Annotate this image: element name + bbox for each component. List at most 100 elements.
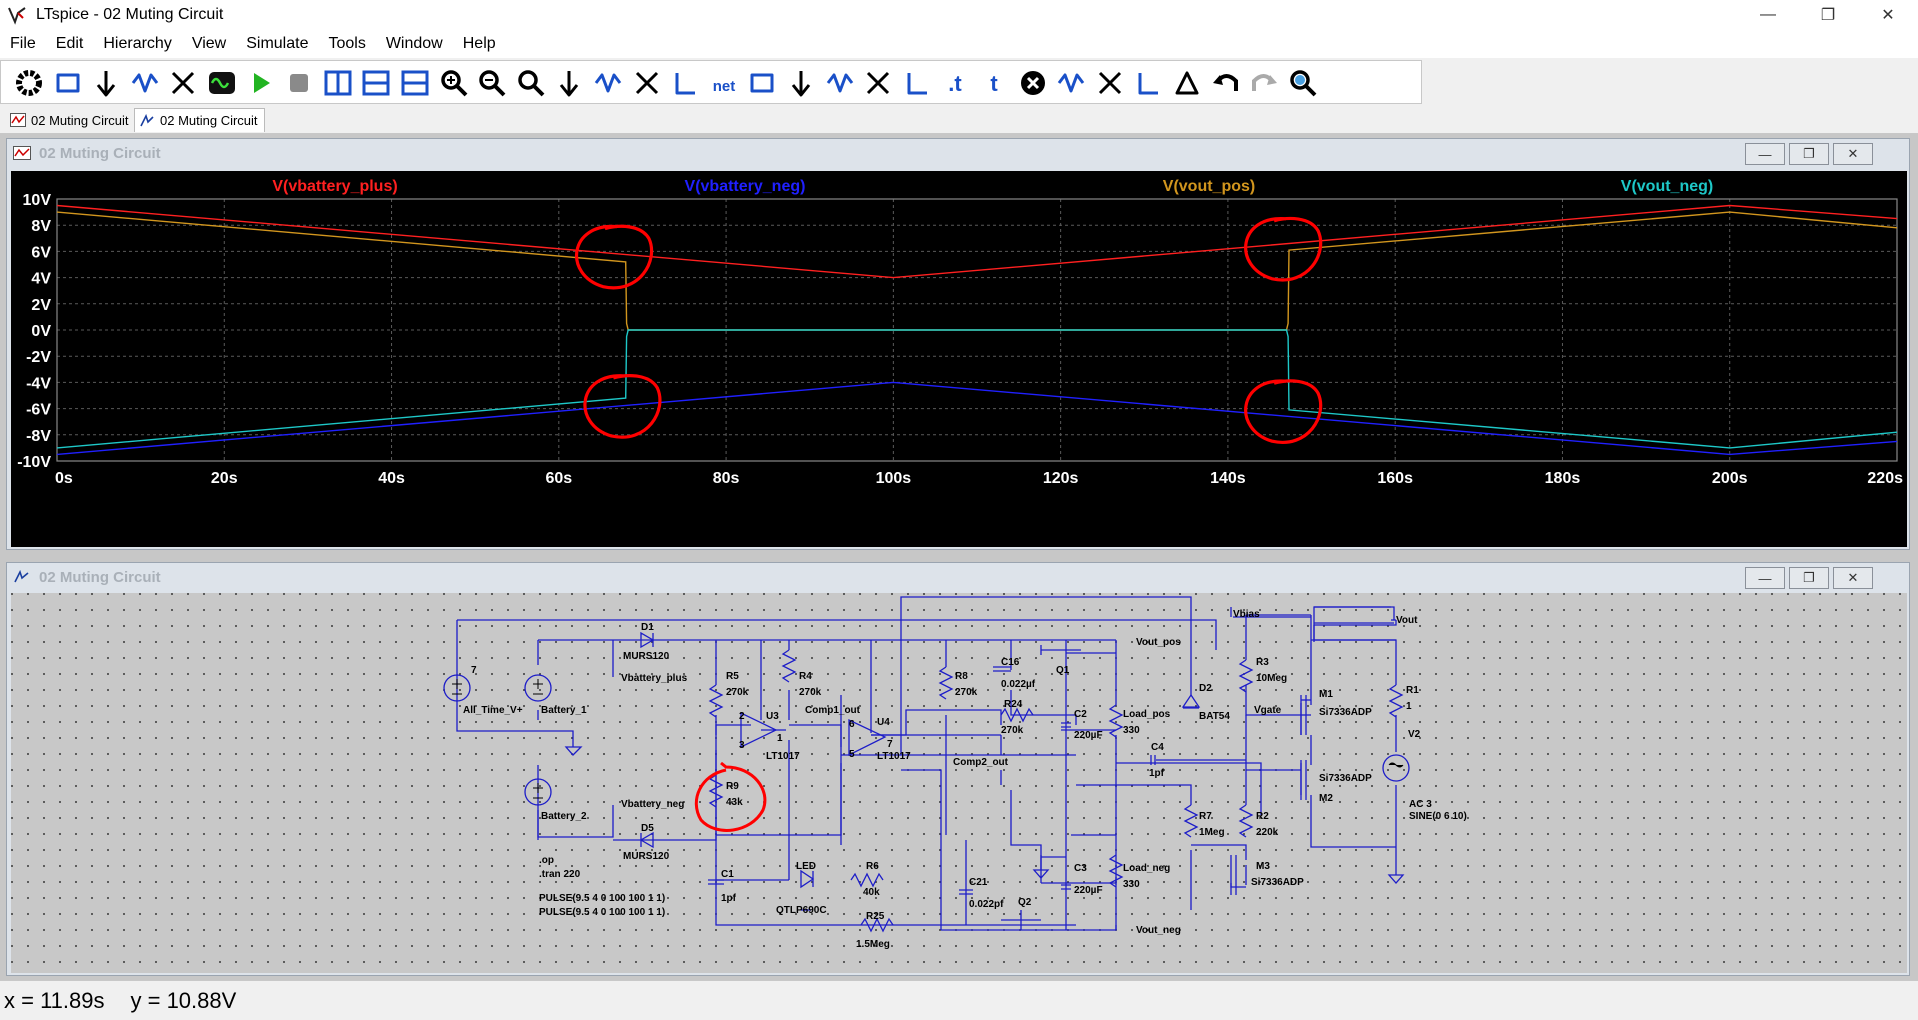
label-m3: M3: [1256, 861, 1270, 872]
autorange-icon[interactable]: [553, 67, 585, 99]
label-load-pos: Load_pos: [1123, 709, 1171, 720]
ltspice-logo-icon: [8, 7, 26, 25]
schematic-window-icon: [14, 570, 29, 583]
waveform-minimize-button[interactable]: —: [1745, 143, 1785, 165]
capacitor-icon[interactable]: [785, 67, 817, 99]
text-icon[interactable]: t: [978, 67, 1010, 99]
legend-entry[interactable]: V(vout_pos): [1163, 178, 1255, 195]
print-icon[interactable]: [167, 67, 199, 99]
waveform-tab-icon: [10, 113, 26, 127]
label-comp2: Comp2_out: [953, 757, 1009, 768]
resistor-icon[interactable]: [746, 67, 778, 99]
menu-window[interactable]: Window: [385, 35, 443, 52]
inductor-icon[interactable]: [824, 67, 856, 99]
new-schematic-icon[interactable]: [52, 67, 84, 99]
ac-analysis-icon[interactable]: [206, 67, 238, 99]
window-title: LTspice - 02 Muting Circuit: [36, 6, 224, 23]
legend-entry[interactable]: V(vout_neg): [1621, 178, 1713, 195]
tab-waveform[interactable]: 02 Muting Circuit: [6, 108, 135, 132]
label-c2-val: 220µF: [1074, 730, 1103, 741]
tile-vertical-icon[interactable]: [322, 67, 354, 99]
zoom-out-icon[interactable]: [476, 67, 508, 99]
label-comp1: Comp1_out: [805, 705, 861, 716]
move-icon[interactable]: [1055, 67, 1087, 99]
label-c21: C21: [969, 877, 988, 888]
menu-simulate[interactable]: Simulate: [246, 35, 309, 52]
x-tick-label: 200s: [1712, 470, 1748, 487]
legend-entry[interactable]: V(vbattery_neg): [685, 178, 806, 195]
label-m2: M2: [1319, 793, 1333, 804]
redo-icon[interactable]: [1248, 67, 1280, 99]
label-r8: R8: [955, 671, 968, 682]
schematic-close-button[interactable]: ✕: [1833, 567, 1873, 589]
menu-file[interactable]: File: [10, 35, 36, 52]
x-tick-label: 180s: [1545, 470, 1581, 487]
mirror-icon[interactable]: [1171, 67, 1203, 99]
y-tick-label: 4V: [31, 271, 51, 288]
annotation-circle: [583, 374, 662, 439]
menu-edit[interactable]: Edit: [55, 35, 84, 52]
label-r4: R4: [799, 671, 812, 682]
label-r3-val: 10Meg: [1256, 673, 1287, 684]
schematic-components: [443, 631, 1410, 933]
waveform-close-button[interactable]: ✕: [1833, 143, 1873, 165]
spice-directive-icon[interactable]: .t: [939, 67, 971, 99]
schematic-restore-button[interactable]: ❐: [1789, 567, 1829, 589]
menu-tools[interactable]: Tools: [328, 35, 366, 52]
label-r5: R5: [726, 671, 739, 682]
diode-icon[interactable]: [862, 67, 894, 99]
open-icon[interactable]: [90, 67, 122, 99]
run-icon[interactable]: [245, 67, 277, 99]
tab-schematic[interactable]: 02 Muting Circuit: [134, 108, 265, 132]
label-u4-model: LT1017: [877, 751, 911, 762]
plot-background: [11, 171, 1907, 547]
close-button[interactable]: ✕: [1881, 7, 1895, 24]
menu-hierarchy[interactable]: Hierarchy: [103, 35, 172, 52]
label-c21-val: 0.022pf: [969, 899, 1004, 910]
legend-entry[interactable]: V(vbattery_plus): [272, 178, 397, 195]
label-u3-model: LT1017: [766, 751, 800, 762]
source-signs: [452, 679, 1404, 799]
find-icon[interactable]: [1287, 67, 1319, 99]
x-tick-label: 20s: [211, 470, 238, 487]
cascade-icon[interactable]: [399, 67, 431, 99]
waveform-icon[interactable]: [592, 67, 624, 99]
label-m1: M1: [1319, 689, 1333, 700]
label-battery1: Battery_1: [541, 705, 587, 716]
y-tick-label: 2V: [31, 297, 51, 314]
maximize-button[interactable]: ❐: [1820, 7, 1836, 24]
label-pulse1: PULSE(9.5 4 0 100 100 1 1): [539, 893, 665, 904]
minimize-button[interactable]: —: [1760, 6, 1776, 23]
tile-horizontal-icon[interactable]: [360, 67, 392, 99]
settings-icon[interactable]: [13, 67, 45, 99]
ground-icon[interactable]: [669, 67, 701, 99]
label-q2: Q2: [1018, 897, 1032, 908]
menu-view[interactable]: View: [191, 35, 227, 52]
save-icon[interactable]: [129, 67, 161, 99]
series-line: [56, 381, 1898, 456]
menu-help[interactable]: Help: [462, 35, 496, 52]
component-icon[interactable]: [901, 67, 933, 99]
zoom-fit-icon[interactable]: [515, 67, 547, 99]
label-pulse2: PULSE(9.5 4 0 100 100 1 1): [539, 907, 665, 918]
undo-icon[interactable]: [1210, 67, 1242, 99]
label-icon[interactable]: net: [708, 67, 740, 99]
label-led: LED: [796, 861, 816, 872]
label-c4: C4: [1151, 742, 1164, 753]
label-v2-ac: AC 3: [1409, 799, 1432, 810]
wire-icon[interactable]: [631, 67, 663, 99]
halt-icon[interactable]: [283, 67, 315, 99]
waveform-restore-button[interactable]: ❐: [1789, 143, 1829, 165]
label-d2-model: BAT54: [1199, 711, 1230, 722]
zoom-in-icon[interactable]: [438, 67, 470, 99]
delete-icon[interactable]: [1017, 67, 1049, 99]
label-c16: C16: [1001, 657, 1020, 668]
label-r3: R3: [1256, 657, 1269, 668]
schematic-canvas[interactable]: D1 MURS120 7 All_Time_V+ Battery_1 Batte…: [11, 593, 1907, 973]
schematic-minimize-button[interactable]: —: [1745, 567, 1785, 589]
drag-icon[interactable]: [1094, 67, 1126, 99]
label-r25: R25: [866, 911, 885, 922]
label-v2-sine: SINE(0 6 10): [1409, 811, 1467, 822]
rotate-icon[interactable]: [1132, 67, 1164, 99]
